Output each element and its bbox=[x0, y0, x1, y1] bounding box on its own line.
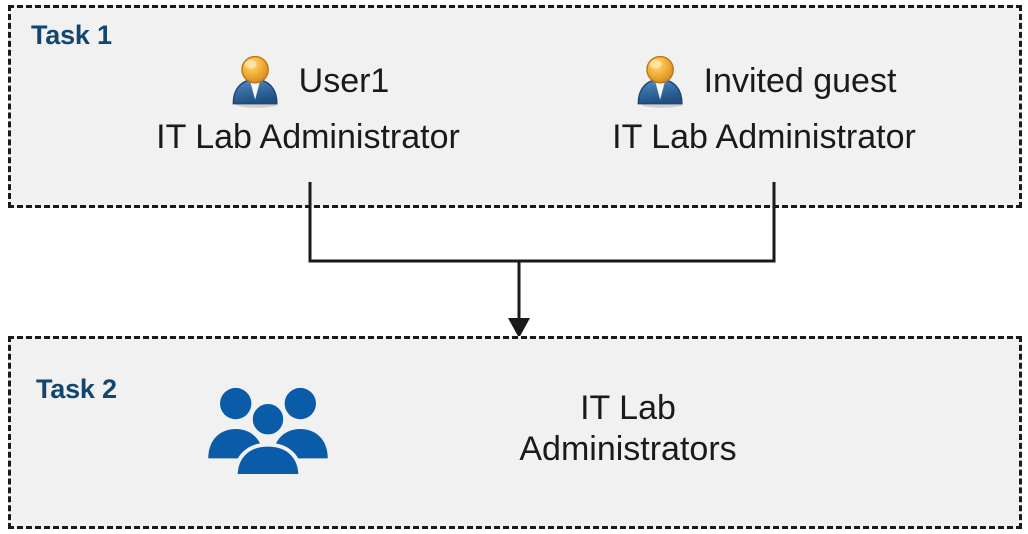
group-name: IT Lab Administrators bbox=[331, 388, 865, 471]
task-2-label: Task 2 bbox=[36, 374, 117, 404]
group-name-line-1: IT Lab bbox=[580, 388, 676, 427]
task-1-box bbox=[8, 5, 1022, 208]
task-2-box bbox=[8, 336, 1022, 529]
person-invited-guest: Invited guest IT Lab Administrator bbox=[578, 52, 950, 154]
person-user1: User1 IT Lab Administrator bbox=[128, 52, 488, 154]
person-invited-guest-name: Invited guest bbox=[703, 62, 897, 100]
person-user1-name: User1 bbox=[298, 62, 390, 100]
person-user1-header: User1 bbox=[227, 52, 390, 110]
group-row: IT Lab Administrators bbox=[205, 382, 865, 476]
user-group-icon bbox=[208, 387, 328, 476]
task-1-label: Task 1 bbox=[31, 20, 112, 50]
single-user-icon bbox=[637, 55, 683, 108]
person-invited-guest-role: IT Lab Administrator bbox=[612, 118, 916, 156]
group-name-line-2: Administrators bbox=[519, 430, 737, 468]
person-user1-role: IT Lab Administrator bbox=[156, 118, 460, 156]
person-invited-guest-header: Invited guest bbox=[632, 52, 897, 110]
single-user-icon bbox=[232, 55, 278, 108]
